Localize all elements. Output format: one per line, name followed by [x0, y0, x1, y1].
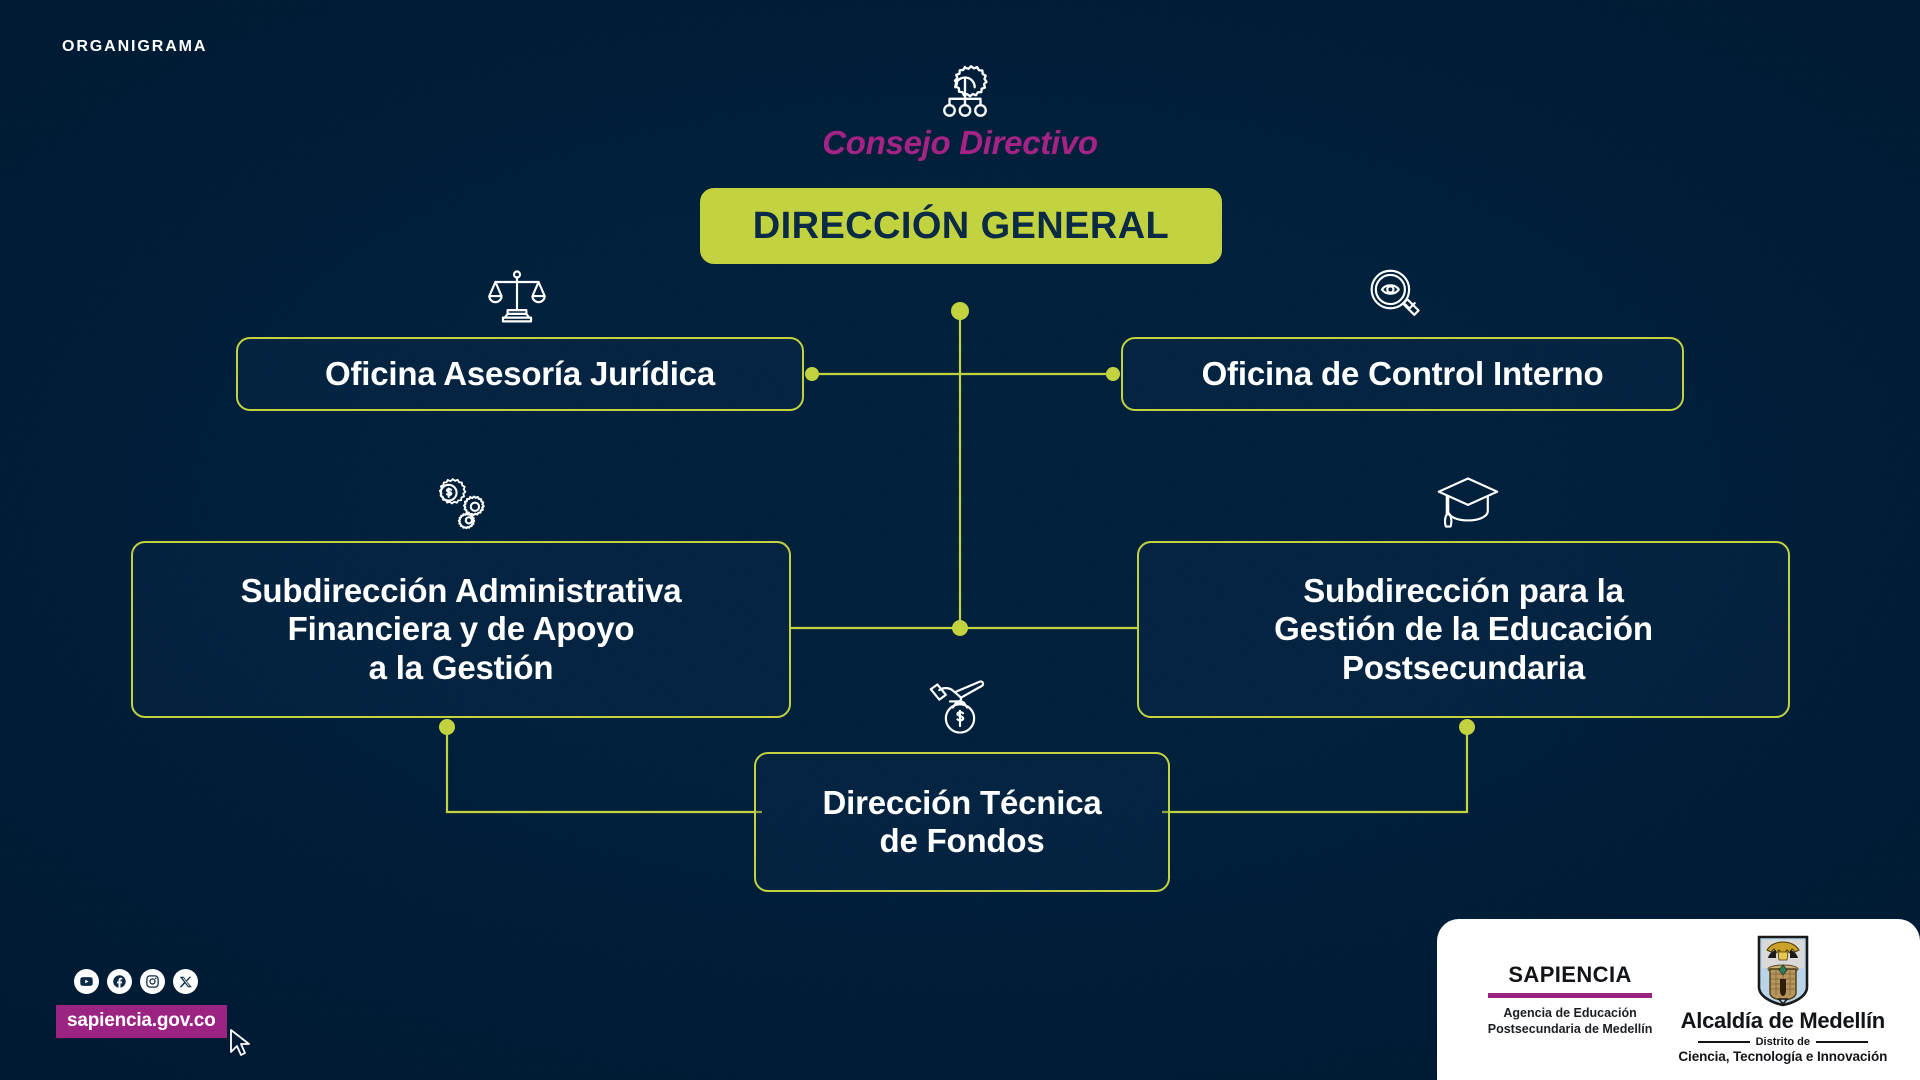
sapiencia-subtitle-line1: Agencia de Educación — [1503, 1005, 1637, 1020]
x-twitter-icon[interactable] — [173, 969, 198, 994]
youtube-icon[interactable] — [74, 969, 99, 994]
node-label-line: Dirección Técnica — [822, 783, 1102, 821]
node-label-line: Subdirección para la — [1303, 572, 1624, 610]
alcaldia-distrito-row: Distrito de — [1678, 1036, 1887, 1048]
node-direccion-tecnica-fondos[interactable]: Dirección Técnica de Fondos — [754, 752, 1170, 892]
node-direccion-general[interactable]: DIRECCIÓN GENERAL — [700, 188, 1222, 264]
alcaldia-logo: Alcaldía de Medellín Distrito de Ciencia… — [1678, 935, 1887, 1064]
sapiencia-subtitle-line2: Postsecundaria de Medellín — [1487, 1022, 1653, 1036]
alcaldia-name: Alcaldía de Medellín — [1680, 1008, 1886, 1033]
node-subdireccion-administrativa[interactable]: Subdirección Administrativa Financiera y… — [131, 541, 791, 718]
gears-money-icon — [438, 478, 485, 530]
consejo-directivo-label: Consejo Directivo — [822, 124, 1098, 161]
graduation-cap-icon — [1437, 477, 1499, 528]
node-oficina-asesoria-juridica[interactable]: Oficina Asesoría Jurídica — [236, 337, 804, 411]
node-label: Subdirección Administrativa Financiera y… — [241, 572, 682, 687]
node-label: DIRECCIÓN GENERAL — [752, 204, 1170, 247]
node-label-line: Financiera y de Apoyo — [287, 610, 635, 648]
sapiencia-logo: SAPIENCIA Agencia de Educación Postsecun… — [1487, 961, 1653, 1038]
org-hierarchy-gear-icon — [943, 65, 988, 117]
sapiencia-name: SAPIENCIA — [1508, 961, 1632, 987]
node-label: Oficina de Control Interno — [1201, 354, 1604, 392]
mouse-cursor-icon — [230, 1029, 250, 1056]
hand-money-bag-icon — [929, 680, 985, 734]
node-label-line: a la Gestión — [368, 648, 554, 686]
node-label: Subdirección para la Gestión de la Educa… — [1274, 572, 1653, 687]
magnifier-eye-icon — [1370, 269, 1420, 316]
social-links — [74, 969, 198, 994]
rule-left — [1697, 1041, 1750, 1043]
node-subdireccion-educacion-postsecundaria[interactable]: Subdirección para la Gestión de la Educa… — [1137, 541, 1790, 718]
node-label-line: Postsecundaria — [1342, 648, 1585, 686]
node-label-line: Gestión de la Educación — [1274, 610, 1653, 648]
node-label-line: Subdirección Administrativa — [240, 572, 682, 610]
scales-of-justice-icon — [488, 270, 546, 323]
website-badge[interactable]: sapiencia.gov.co — [56, 1005, 227, 1038]
node-label: Dirección Técnica de Fondos — [822, 784, 1101, 861]
alcaldia-distrito-label: Distrito de — [1755, 1036, 1811, 1048]
node-label: Oficina Asesoría Jurídica — [325, 354, 715, 392]
medellin-coat-of-arms-icon — [1757, 935, 1809, 1007]
instagram-icon[interactable] — [140, 969, 165, 994]
logo-panel: SAPIENCIA Agencia de Educación Postsecun… — [1437, 919, 1920, 1080]
sapiencia-rule — [1487, 992, 1653, 998]
facebook-icon[interactable] — [107, 969, 132, 994]
rule-right — [1816, 1041, 1869, 1043]
node-oficina-control-interno[interactable]: Oficina de Control Interno — [1121, 337, 1684, 411]
page-title: ORGANIGRAMA — [62, 38, 208, 55]
node-label-line: de Fondos — [879, 822, 1045, 859]
alcaldia-cti-label: Ciencia, Tecnología e Innovación — [1678, 1049, 1888, 1064]
